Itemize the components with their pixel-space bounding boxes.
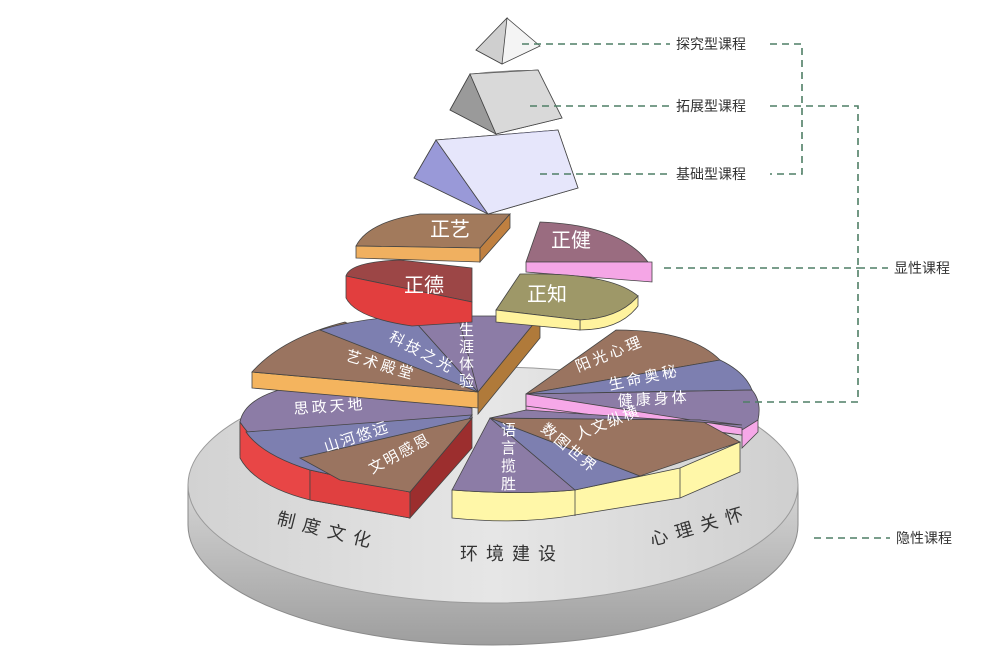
pyramid — [413, 16, 579, 216]
label-zhengjian: 正健 — [551, 228, 591, 252]
pyramid-middle — [449, 69, 563, 135]
core-pie — [345, 212, 653, 331]
core-segment-zhengde — [345, 259, 473, 303]
label-yuyan-lansheng: 语言揽胜 — [499, 422, 517, 494]
label-zhengyi: 正艺 — [430, 217, 470, 241]
core-pie-labels: 正艺 正德 正健 正知 — [404, 217, 591, 306]
ring-segment-science-art — [251, 314, 541, 416]
label-jiankang-shenti: 健康身体 — [617, 388, 690, 410]
ring-segment-language — [451, 409, 743, 522]
core-segment-zhengjian — [525, 221, 649, 263]
core-segment-zhengyi — [355, 213, 511, 249]
label-explicit-course: 显性课程 — [894, 261, 950, 277]
label-huanjing-jianshe: 环境建设 — [460, 544, 564, 565]
pyramid-labels: 探究型课程 拓展型课程 基础型课程 显性课程 隐性课程 — [676, 37, 952, 547]
ring-segment-moral — [239, 384, 474, 520]
label-inquiry-course: 探究型课程 — [676, 37, 746, 53]
label-hidden-course: 隐性课程 — [896, 531, 952, 547]
pyramid-base — [413, 129, 579, 216]
ring-segment-health — [525, 329, 760, 449]
label-sizheng-tiandi: 思政天地 — [293, 395, 366, 418]
label-shengya-tiyan: 生涯体验 — [457, 322, 475, 390]
label-zhengde: 正德 — [404, 273, 444, 297]
connector-lines — [522, 43, 890, 539]
label-basic-course: 基础型课程 — [676, 166, 746, 183]
pyramid-top — [475, 16, 541, 65]
label-extended-course: 拓展型课程 — [676, 99, 746, 115]
label-zhengzhi: 正知 — [527, 282, 567, 306]
